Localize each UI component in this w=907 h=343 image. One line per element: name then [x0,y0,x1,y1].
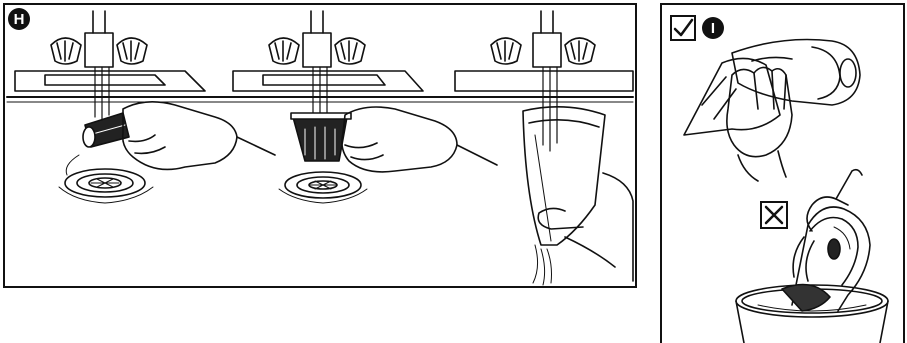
step-h-panel: H [3,3,637,288]
scene-immerse-in-bucket [736,170,888,343]
scene-wipe-with-cloth [684,40,860,182]
rinse-filter-illustration [5,5,635,286]
scene-rinse-dust-bowl [455,11,633,285]
step-i-panel: I [660,3,905,343]
wipe-vacuum-illustration [662,5,903,343]
scene-rinse-filter-cone [15,11,275,203]
scene-rinse-filter-housing [233,11,497,203]
